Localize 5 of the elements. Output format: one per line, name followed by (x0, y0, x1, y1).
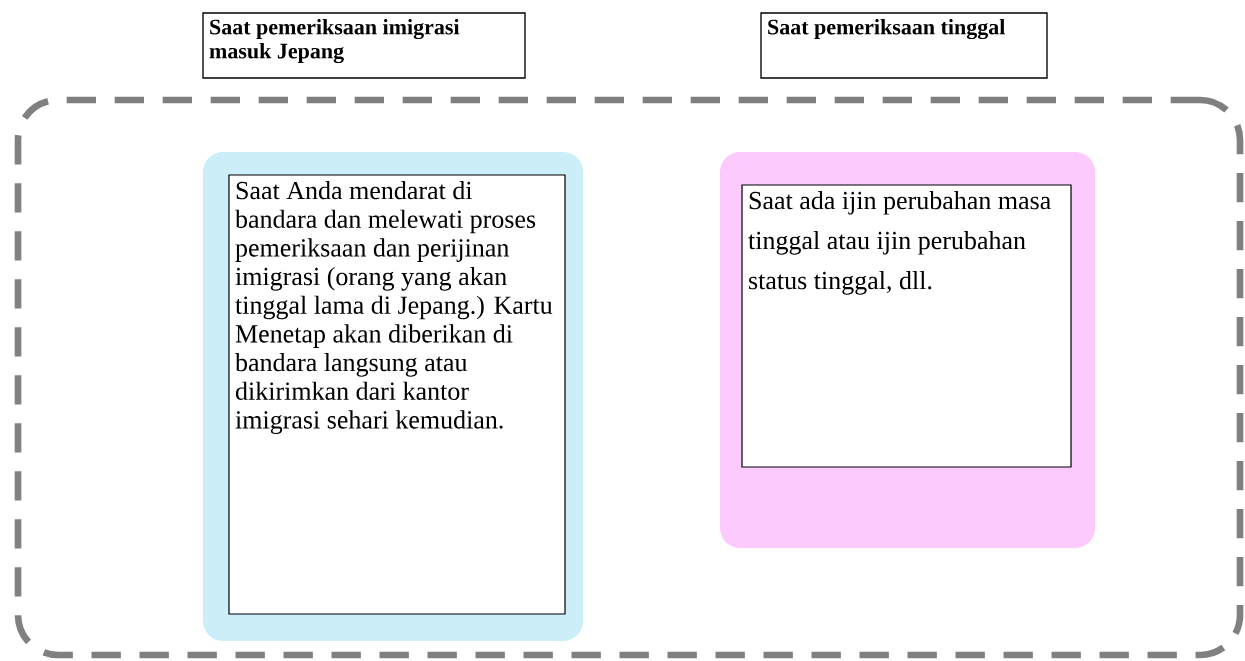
heading-box: Saat pemeriksaan tinggal (760, 12, 1048, 79)
text-box: Saat ada ijin perubahan masa tinggal atau ijin perubahan status tinggal, dll. (741, 184, 1072, 468)
text-box: Saat Anda mendarat di bandara dan melewati proses pemeriksaan dan perijinan imigrasi (orang yang akan tinggal lama di Jepang.) Kartu Menetap akan diberikan di bandara langsung atau dikirimkan dari kantor imigrasi sehari kemudian. (228, 174, 566, 615)
dashed-frame (14, 96, 1244, 659)
heading-box: Saat pemeriksaan imigrasi masuk Jepang (202, 12, 526, 79)
